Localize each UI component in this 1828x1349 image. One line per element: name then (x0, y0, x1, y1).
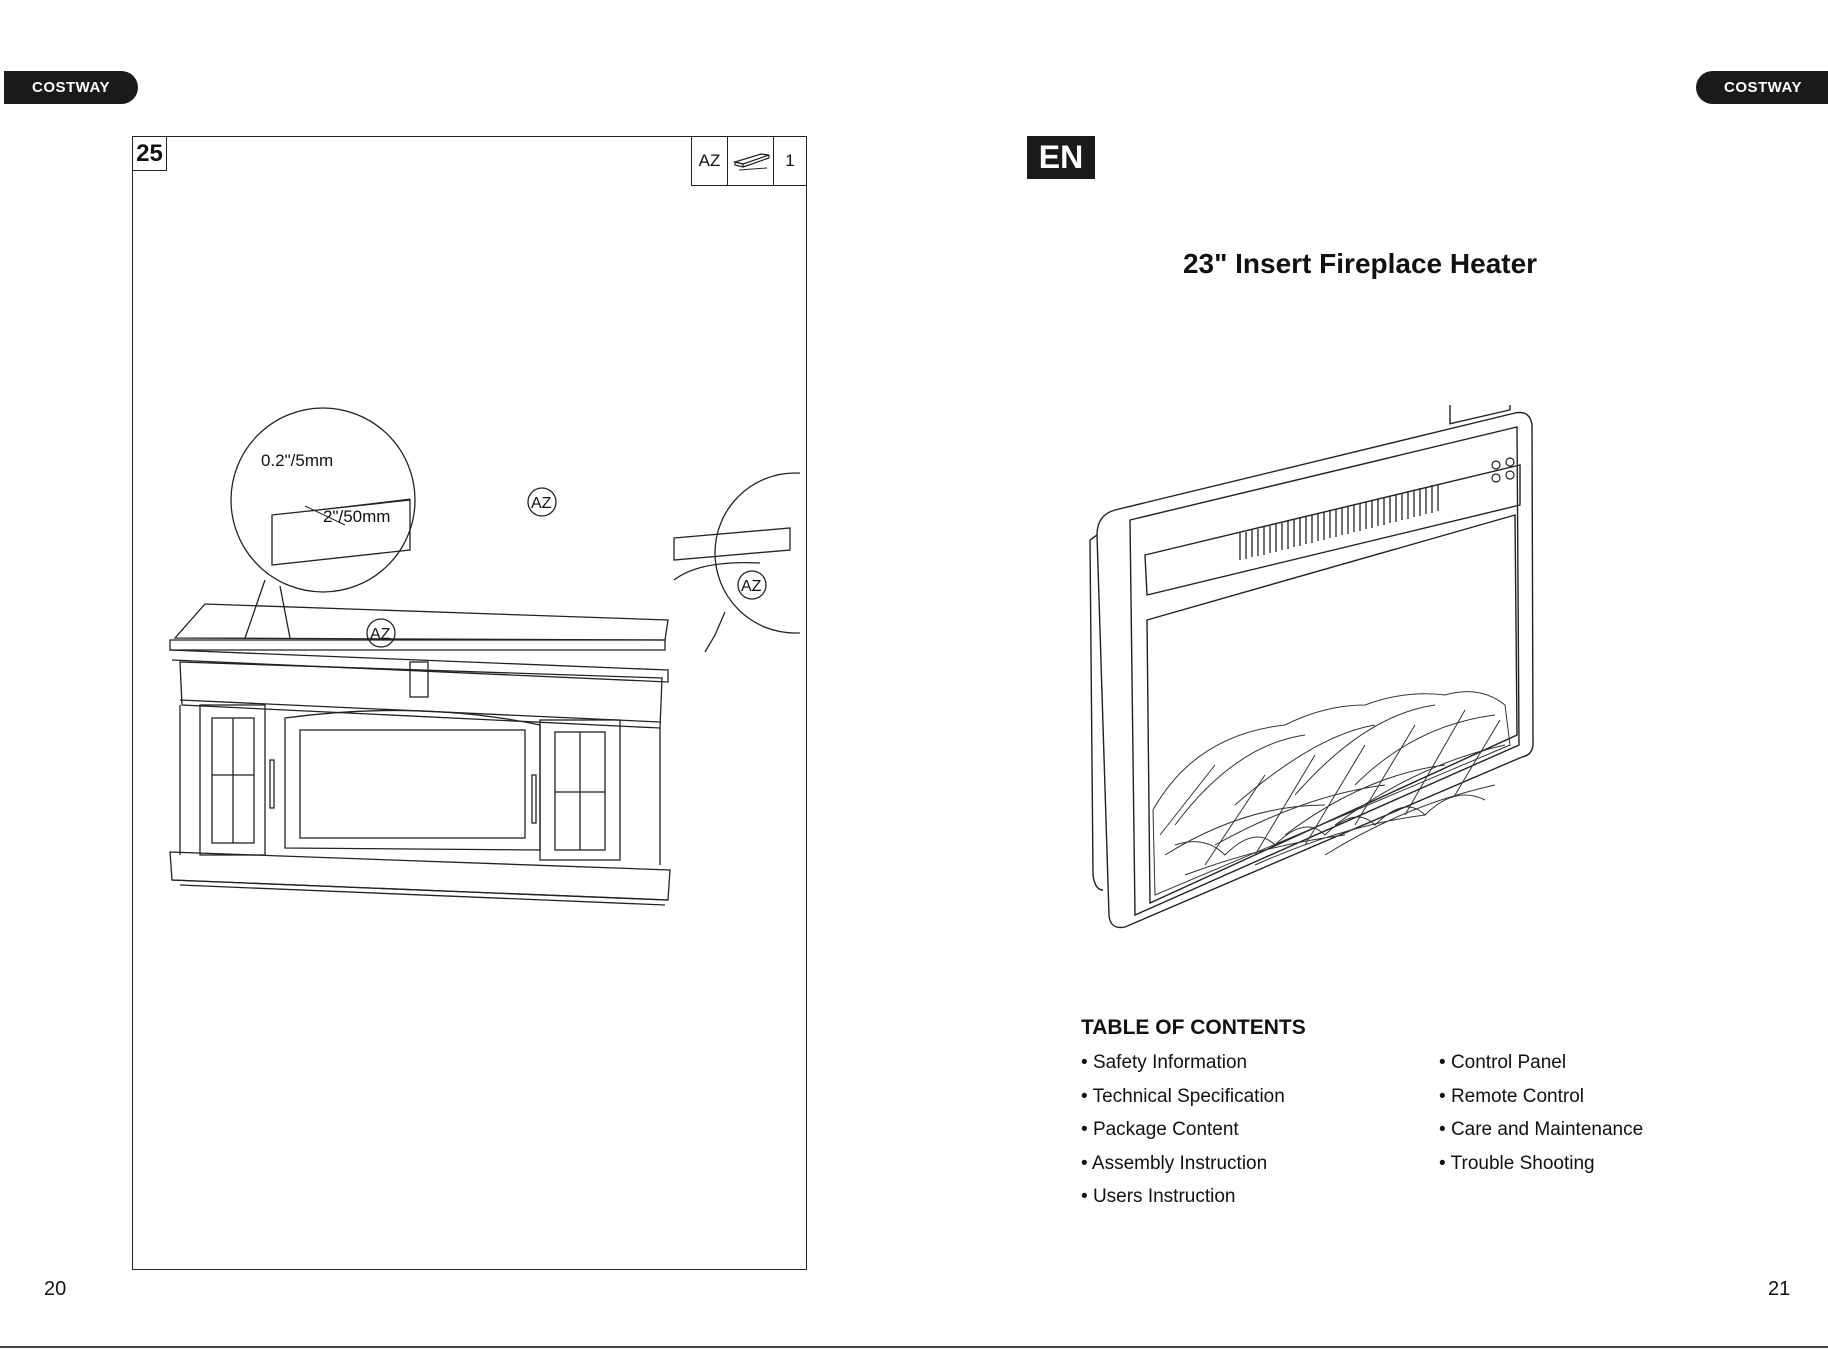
language-badge: EN (1027, 136, 1095, 179)
toc-item: Package Content (1081, 1118, 1285, 1152)
toc-title: TABLE OF CONTENTS (1081, 1016, 1306, 1040)
fireplace-illustration (1085, 405, 1630, 940)
page-number-left: 20 (44, 1278, 66, 1301)
toc-item: Safety Information (1081, 1051, 1285, 1085)
part-label-az: AZ (370, 626, 391, 643)
part-label-az-detail: AZ (531, 495, 552, 512)
toc-item: Remote Control (1439, 1085, 1643, 1119)
brand-logo-left: COSTWAY (4, 71, 138, 104)
toc-item: Technical Specification (1081, 1085, 1285, 1119)
length-label: 2"/50mm (323, 507, 390, 526)
part-code: AZ (692, 137, 728, 185)
thickness-label: 0.2"/5mm (261, 451, 333, 470)
step-number: 25 (133, 137, 167, 171)
parts-box: AZ 1 (691, 137, 806, 186)
board-icon (728, 137, 774, 185)
toc-right-column: Control Panel Remote Control Care and Ma… (1439, 1051, 1643, 1185)
toc-item: Trouble Shooting (1439, 1152, 1643, 1186)
toc-item: Control Panel (1439, 1051, 1643, 1085)
part-quantity: 1 (774, 137, 806, 185)
toc-item: Users Instruction (1081, 1185, 1285, 1219)
page-number-right: 21 (1768, 1278, 1790, 1301)
tv-stand-illustration: 0.2"/5mm 2"/50mm AZ AZ AZ (160, 400, 800, 950)
product-title: 23" Insert Fireplace Heater (1100, 248, 1620, 280)
toc-left-column: Safety Information Technical Specificati… (1081, 1051, 1285, 1219)
bottom-rule (0, 1346, 1828, 1348)
part-label-az-side: AZ (741, 578, 762, 595)
toc-item: Assembly Instruction (1081, 1152, 1285, 1186)
toc-item: Care and Maintenance (1439, 1118, 1643, 1152)
brand-logo-right: COSTWAY (1696, 71, 1828, 104)
